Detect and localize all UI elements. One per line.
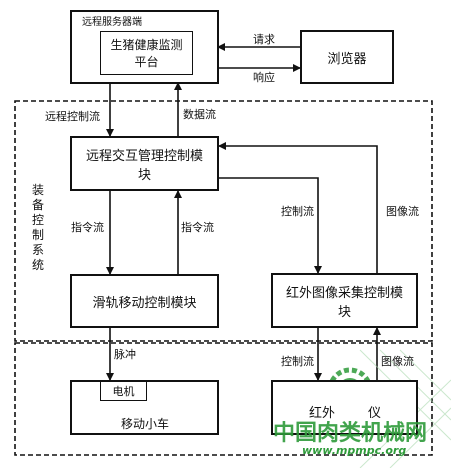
ir-capture-line2: 块 [337,304,351,320]
remote-server-title: 远程服务器端 [82,17,142,28]
equipment-control-region [14,100,433,342]
monitor-platform-box: 生猪健康监测 平台 [100,31,193,75]
browser-label: 浏览器 [327,51,367,67]
remote-control-flow-label: 远程控制流 [45,110,100,123]
image-flow-lower-label: 图像流 [381,355,414,368]
image-flow-upper-label: 图像流 [386,205,419,218]
motor-label: 电机 [112,385,135,398]
control-flow-lower-label: 控制流 [281,355,314,368]
remote-interaction-module: 远程交互管理控制模 块 [70,136,219,191]
rail-motion-module: 滑轨移动控制模块 [70,274,219,328]
mobile-cart-label: 移动小车 [121,417,170,431]
ir-device-label-right: 仪 [368,406,382,421]
rail-motion-label: 滑轨移动控制模块 [92,295,197,311]
response-label: 响应 [253,71,275,84]
request-label: 请求 [253,33,275,46]
remote-server-box: 远程服务器端 生猪健康监测 平台 [70,10,219,84]
data-flow-label: 数据流 [183,108,216,121]
monitor-platform-line2: 平台 [134,55,159,69]
monitor-platform-line1: 生猪健康监测 [110,38,183,52]
ir-device-box: 红外 仪 [271,380,418,435]
control-flow-upper-label: 控制流 [281,205,314,218]
motor-box: 电机 [100,381,147,401]
remote-interaction-line2: 块 [137,167,151,183]
pulse-label: 脉冲 [114,348,136,361]
watermark-text: 中国肉类机械网 [273,421,428,446]
watermark-url: www.mpmpc.org [302,444,407,457]
command-flow-left-label: 指令流 [71,221,104,234]
command-flow-right-label: 指令流 [181,221,214,234]
ir-capture-line1: 红外图像采集控制模 [285,285,403,301]
ir-capture-module: 红外图像采集控制模 块 [271,273,418,328]
ir-device-label-left: 红外 [309,406,336,421]
mobile-cart-box: 电机 移动小车 [70,380,219,435]
control-flow-to-ir-arrow [219,177,322,274]
image-flow-to-remote-arrow [218,142,378,273]
equipment-control-system-label: 装 备 控 制 系 统 [31,183,44,272]
remote-interaction-line1: 远程交互管理控制模 [85,148,203,164]
browser-box: 浏览器 [300,30,394,84]
